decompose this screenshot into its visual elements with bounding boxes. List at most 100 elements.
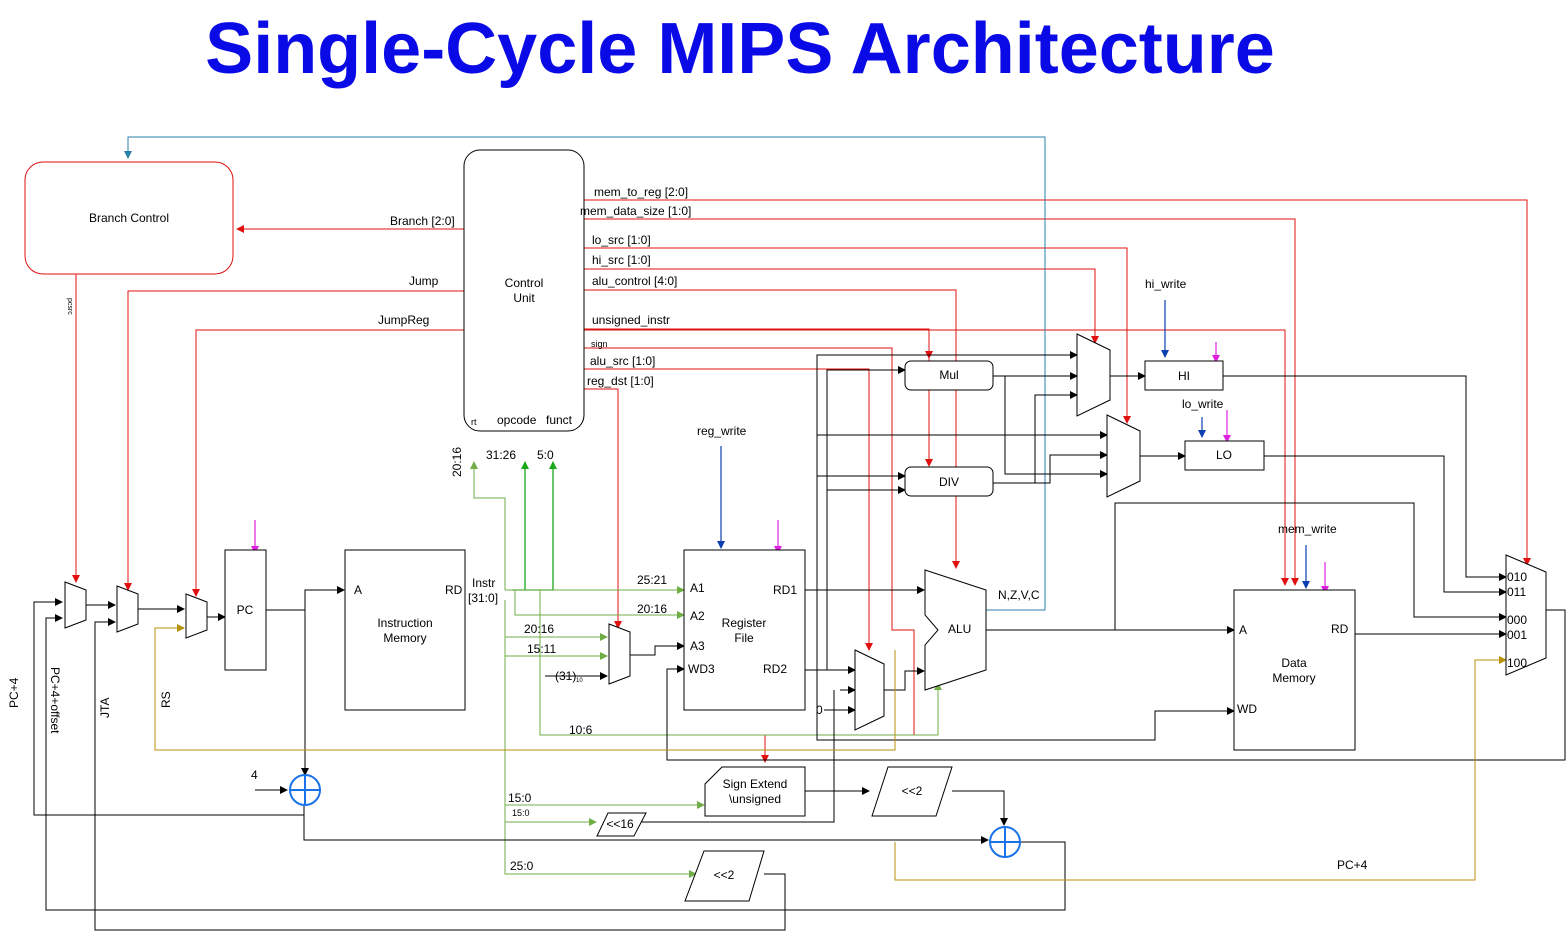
instr-label-2: [31:0] [468, 591, 498, 605]
bits-25-0-label: 25:0 [510, 859, 534, 873]
shl2-jump-label: <<2 [714, 868, 735, 882]
jta-label: JTA [98, 698, 112, 718]
control-signal-wires [72, 199, 1531, 763]
dmem-wd-port: WD [1237, 702, 1257, 716]
data-wires [33, 351, 1566, 931]
rf-a2-port: A2 [690, 609, 705, 623]
mux-in-000: 000 [1507, 613, 1527, 627]
reg-dst-label: reg_dst [1:0] [587, 374, 654, 388]
hi-src-label: hi_src [1:0] [592, 253, 651, 267]
lo-register [1184, 440, 1265, 471]
dmem-rd-port: RD [1331, 622, 1349, 636]
imem-rd-port: RD [445, 583, 463, 597]
mux-alu-src [854, 649, 885, 731]
const-31-label: (31) [555, 669, 576, 683]
mux-in-100: 100 [1507, 656, 1527, 670]
hi-label: HI [1178, 369, 1190, 383]
pc-plus4-wires [154, 624, 1507, 881]
const-31-subscript: 10 [576, 678, 583, 684]
rf-label-2: File [734, 631, 754, 645]
alu-flags-label: N,Z,V,C [998, 588, 1040, 602]
dmem-label-1: Data [1281, 656, 1307, 670]
sign-extend-label-2: \unsigned [729, 792, 781, 806]
shl16-label: <<16 [606, 817, 634, 831]
mux-reg-dst [608, 623, 631, 685]
mul-block [904, 360, 994, 391]
mux-in-001: 001 [1507, 628, 1527, 642]
rf-wd3-port: WD3 [688, 662, 715, 676]
data-memory-block [1233, 589, 1356, 751]
register-file-block [683, 549, 806, 711]
bits-20-16-mux-label: 20:16 [524, 622, 554, 636]
shift-left-16 [596, 812, 647, 837]
diagram-title: Single-Cycle MIPS Architecture [205, 9, 1275, 89]
alu-control-label: alu_control [4:0] [592, 274, 677, 288]
branch-label: Branch [2:0] [390, 214, 455, 228]
alu-label: ALU [948, 622, 971, 636]
branch-control-block [24, 161, 234, 275]
const-4-label: 4 [251, 768, 258, 782]
rs-label: RS [159, 691, 173, 708]
cu-opcode-port: opcode [497, 413, 537, 427]
lo-label: LO [1216, 448, 1232, 462]
multiplexers [64, 333, 1547, 731]
jump-label: Jump [409, 274, 439, 288]
rf-rd1-port: RD1 [773, 583, 797, 597]
alu-block [924, 569, 987, 691]
bits-5-0-label: 5:0 [537, 448, 554, 462]
imem-a-port: A [354, 583, 362, 597]
signal-labels: mem_to_reg [2:0] mem_data_size [1:0] Bra… [7, 185, 1527, 873]
instruction-memory-block [344, 549, 466, 711]
pc-plus4-side-label: PC+4 [7, 677, 21, 708]
mem-data-size-label: mem_data_size [1:0] [580, 204, 691, 218]
control-unit-block [463, 149, 585, 432]
bits-15-11-label: 15:11 [527, 642, 556, 656]
mux-jump [116, 585, 139, 633]
mux-pcsrc [64, 581, 87, 629]
rf-rd2-port: RD2 [763, 662, 787, 676]
rf-a1-port: A1 [690, 581, 705, 595]
pcsrc-label: pcsrc [66, 298, 73, 315]
alu-src-label: alu_src [1:0] [590, 354, 655, 368]
pc-label: PC [237, 603, 254, 617]
jumpreg-label: JumpReg [378, 313, 429, 327]
mux-mem-to-reg [1505, 554, 1547, 676]
dmem-a-port: A [1239, 623, 1247, 637]
pc-plus4-offset-label: PC+4+offset [48, 667, 62, 734]
mem-write-label: mem_write [1278, 522, 1337, 536]
bits-20-16-a2-label: 20:16 [637, 602, 667, 616]
imem-label-2: Memory [383, 631, 426, 645]
cu-rt-port: rt [471, 417, 477, 427]
bits-10-6-label: 10:6 [569, 723, 593, 737]
write-enable-wires [717, 300, 1310, 589]
control-unit-label-1: Control [505, 276, 544, 290]
shift-left-2-branch [871, 766, 953, 817]
pc-register [224, 549, 267, 671]
sign-label: sign [591, 339, 608, 349]
mul-label: Mul [939, 368, 958, 382]
mux-lo-src [1106, 414, 1141, 498]
branch-control-label: Branch Control [89, 211, 169, 225]
branch-adder [989, 826, 1021, 858]
mux-in-010: 010 [1507, 570, 1527, 584]
instruction-field-wires [470, 461, 942, 878]
pc-plus4-bottom-label: PC+4 [1337, 858, 1368, 872]
flags-to-branch-wire [124, 136, 1046, 611]
cu-funct-port: funct [546, 413, 573, 427]
hi-register [1144, 360, 1224, 391]
bits-31-26-label: 31:26 [486, 448, 516, 462]
sign-extend-label-1: Sign Extend [723, 777, 788, 791]
div-block [904, 466, 994, 497]
mux-hi-src [1076, 333, 1111, 417]
mem-to-reg-label: mem_to_reg [2:0] [594, 185, 688, 199]
mux-jumpreg [185, 593, 208, 639]
shl2-branch-label: <<2 [902, 784, 923, 798]
pc-adder [289, 774, 321, 806]
div-label: DIV [939, 475, 959, 489]
bits-25-21-label: 25:21 [637, 573, 667, 587]
rf-label-1: Register [722, 616, 767, 630]
rf-a3-port: A3 [690, 639, 705, 653]
instr-label-1: Instr [472, 576, 495, 590]
bits-15-0-label: 15:0 [508, 791, 532, 805]
